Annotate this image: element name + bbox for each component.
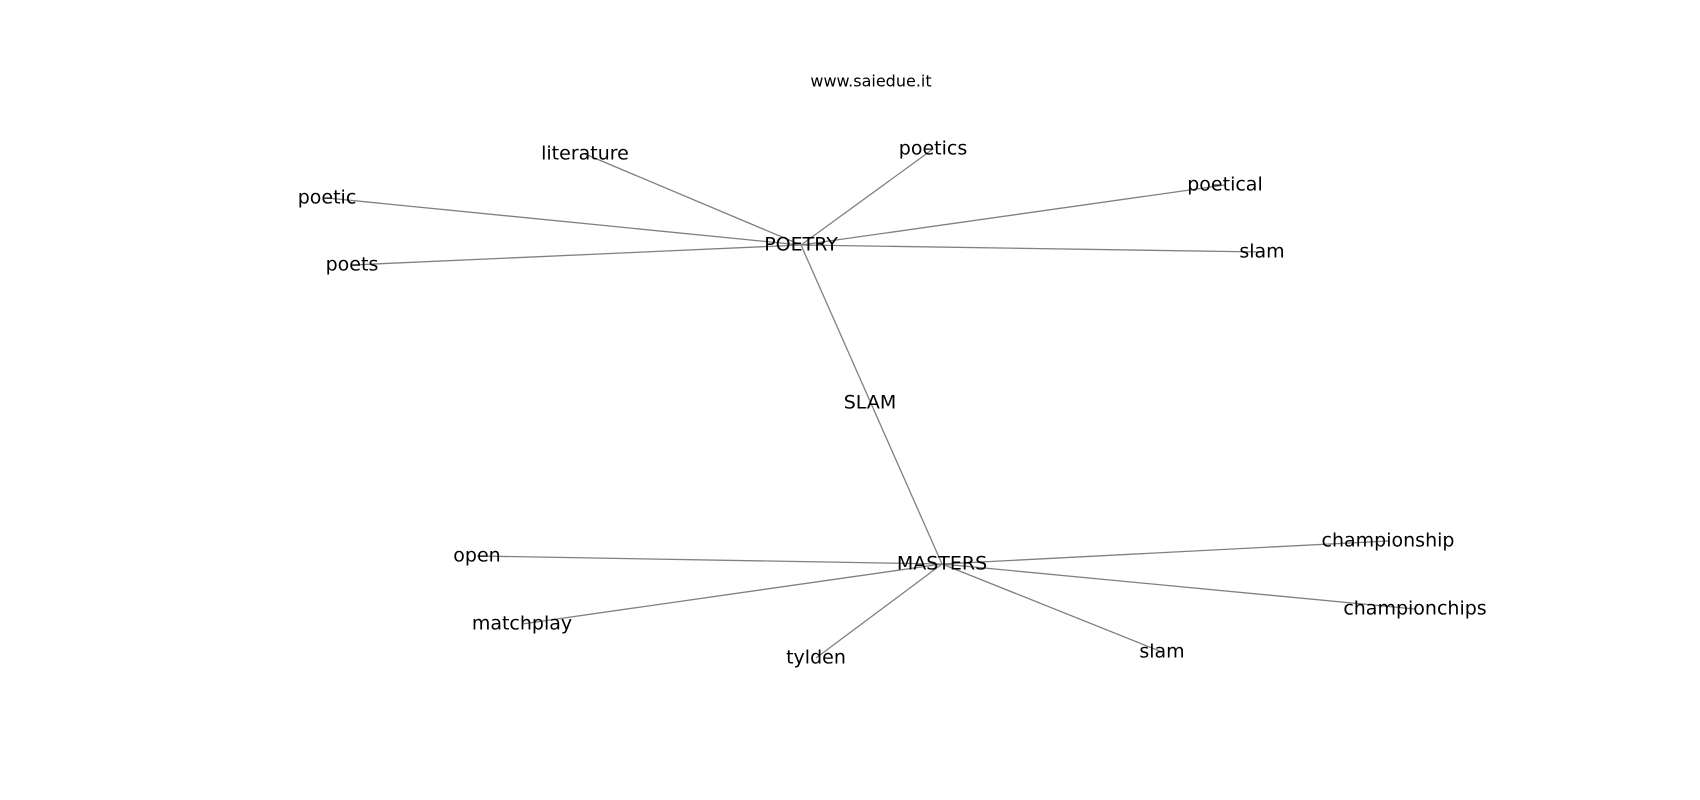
node-tylden: tylden: [786, 647, 846, 669]
node-masters: MASTERS: [897, 553, 987, 575]
source-caption: www.saiedue.it: [810, 72, 931, 91]
node-poetics: poetics: [899, 138, 967, 160]
node-poets: poets: [326, 254, 379, 276]
edge-masters-matchplay: [521, 563, 943, 625]
edge-poetry-poetics: [800, 148, 934, 246]
edge-masters-championship: [941, 540, 1389, 565]
edges-layer: [326, 148, 1416, 659]
edge-poetry-poetic: [326, 197, 802, 246]
edge-poetry-poets: [351, 244, 802, 266]
node-slam-poetry: slam: [1239, 241, 1284, 263]
edge-masters-slam_masters: [941, 563, 1163, 653]
edge-masters-tylden: [815, 563, 943, 659]
edge-poetry-literature: [584, 153, 802, 246]
edge-poetry-masters: [800, 244, 943, 565]
node-slam-center: SLAM: [844, 392, 896, 414]
edge-poetry-poetical: [800, 184, 1226, 246]
nodes-layer: POETRY MASTERS SLAM literature poetics poetic…: [298, 138, 1487, 669]
node-championship: championship: [1322, 530, 1455, 552]
node-open: open: [453, 545, 500, 567]
edge-poetry-slam_poetry: [800, 244, 1263, 253]
node-slam-masters: slam: [1139, 641, 1184, 663]
node-poetry: POETRY: [764, 234, 838, 256]
node-poetic: poetic: [298, 187, 357, 209]
edge-masters-championchips: [941, 563, 1416, 610]
node-poetical: poetical: [1187, 174, 1262, 196]
node-championchips: championchips: [1343, 598, 1486, 620]
node-literature: literature: [541, 143, 629, 165]
edge-masters-open: [476, 555, 943, 565]
node-matchplay: matchplay: [472, 613, 572, 635]
